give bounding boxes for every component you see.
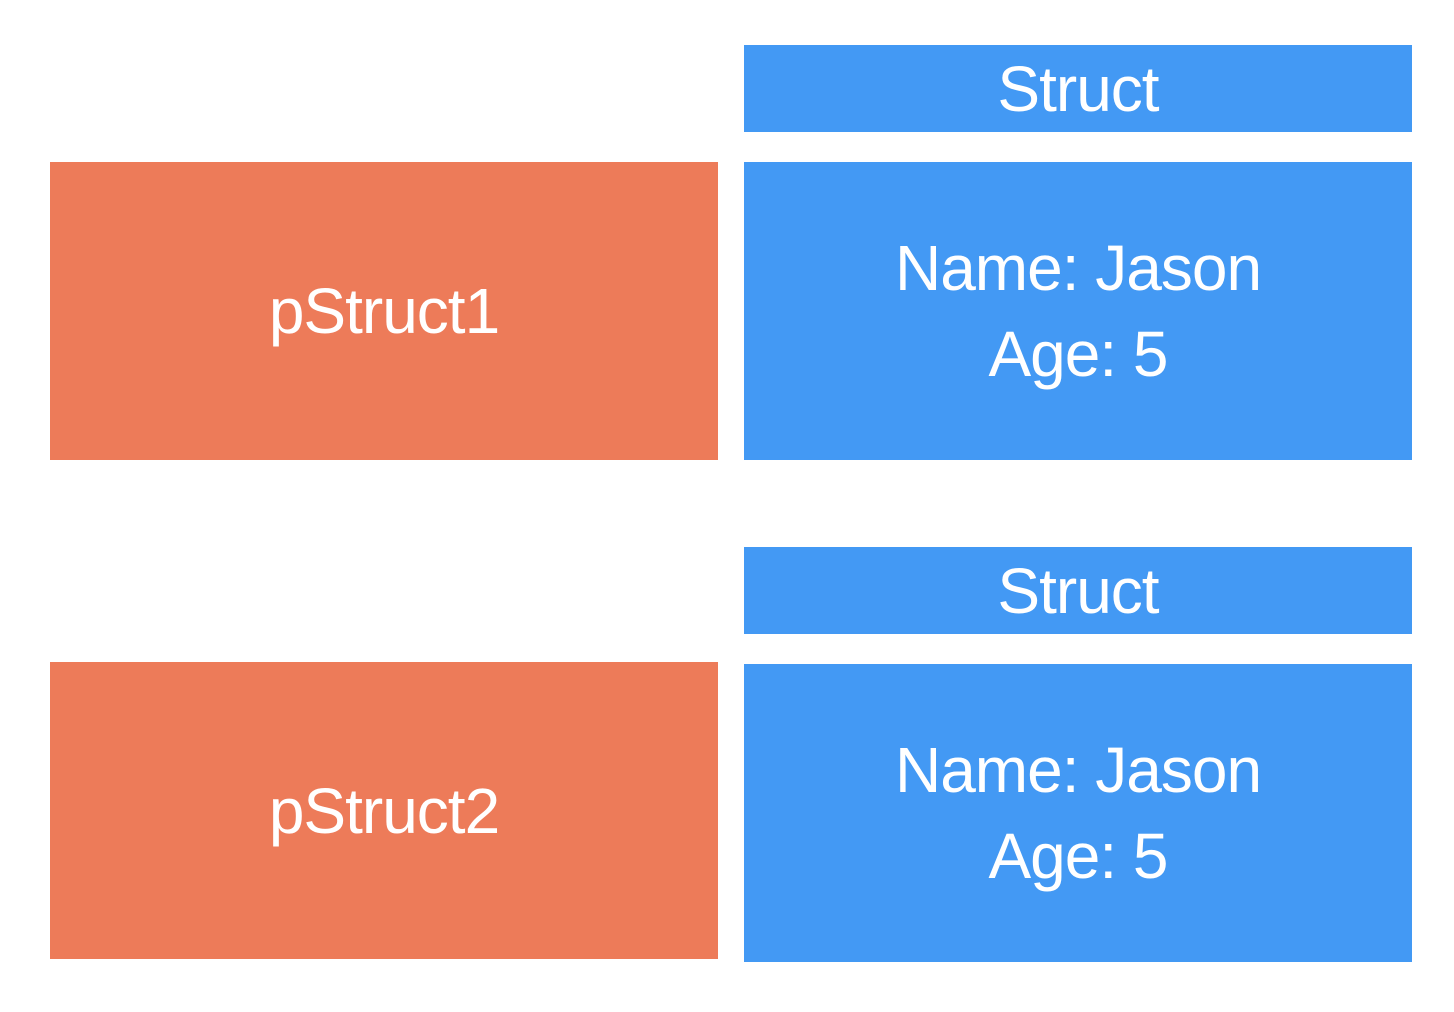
pointer-box-pstruct2: pStruct2 bbox=[50, 662, 718, 959]
pointer-label: pStruct1 bbox=[268, 275, 500, 347]
struct-header-label: Struct bbox=[997, 52, 1159, 125]
pointer-label: pStruct2 bbox=[268, 774, 500, 847]
struct-field-age: Age: 5 bbox=[988, 318, 1168, 390]
pointer-box-pstruct1: pStruct1 bbox=[50, 162, 718, 460]
struct-field-name: Name: Jason bbox=[894, 734, 1262, 806]
struct-field-name: Name: Jason bbox=[894, 232, 1262, 304]
struct-header-label: Struct bbox=[997, 554, 1159, 627]
struct-body-1: Name: Jason Age: 5 bbox=[744, 162, 1412, 460]
struct-body-2: Name: Jason Age: 5 bbox=[744, 664, 1412, 962]
struct-field-age: Age: 5 bbox=[988, 820, 1168, 892]
struct-header-2: Struct bbox=[744, 547, 1412, 634]
struct-header-1: Struct bbox=[744, 45, 1412, 132]
